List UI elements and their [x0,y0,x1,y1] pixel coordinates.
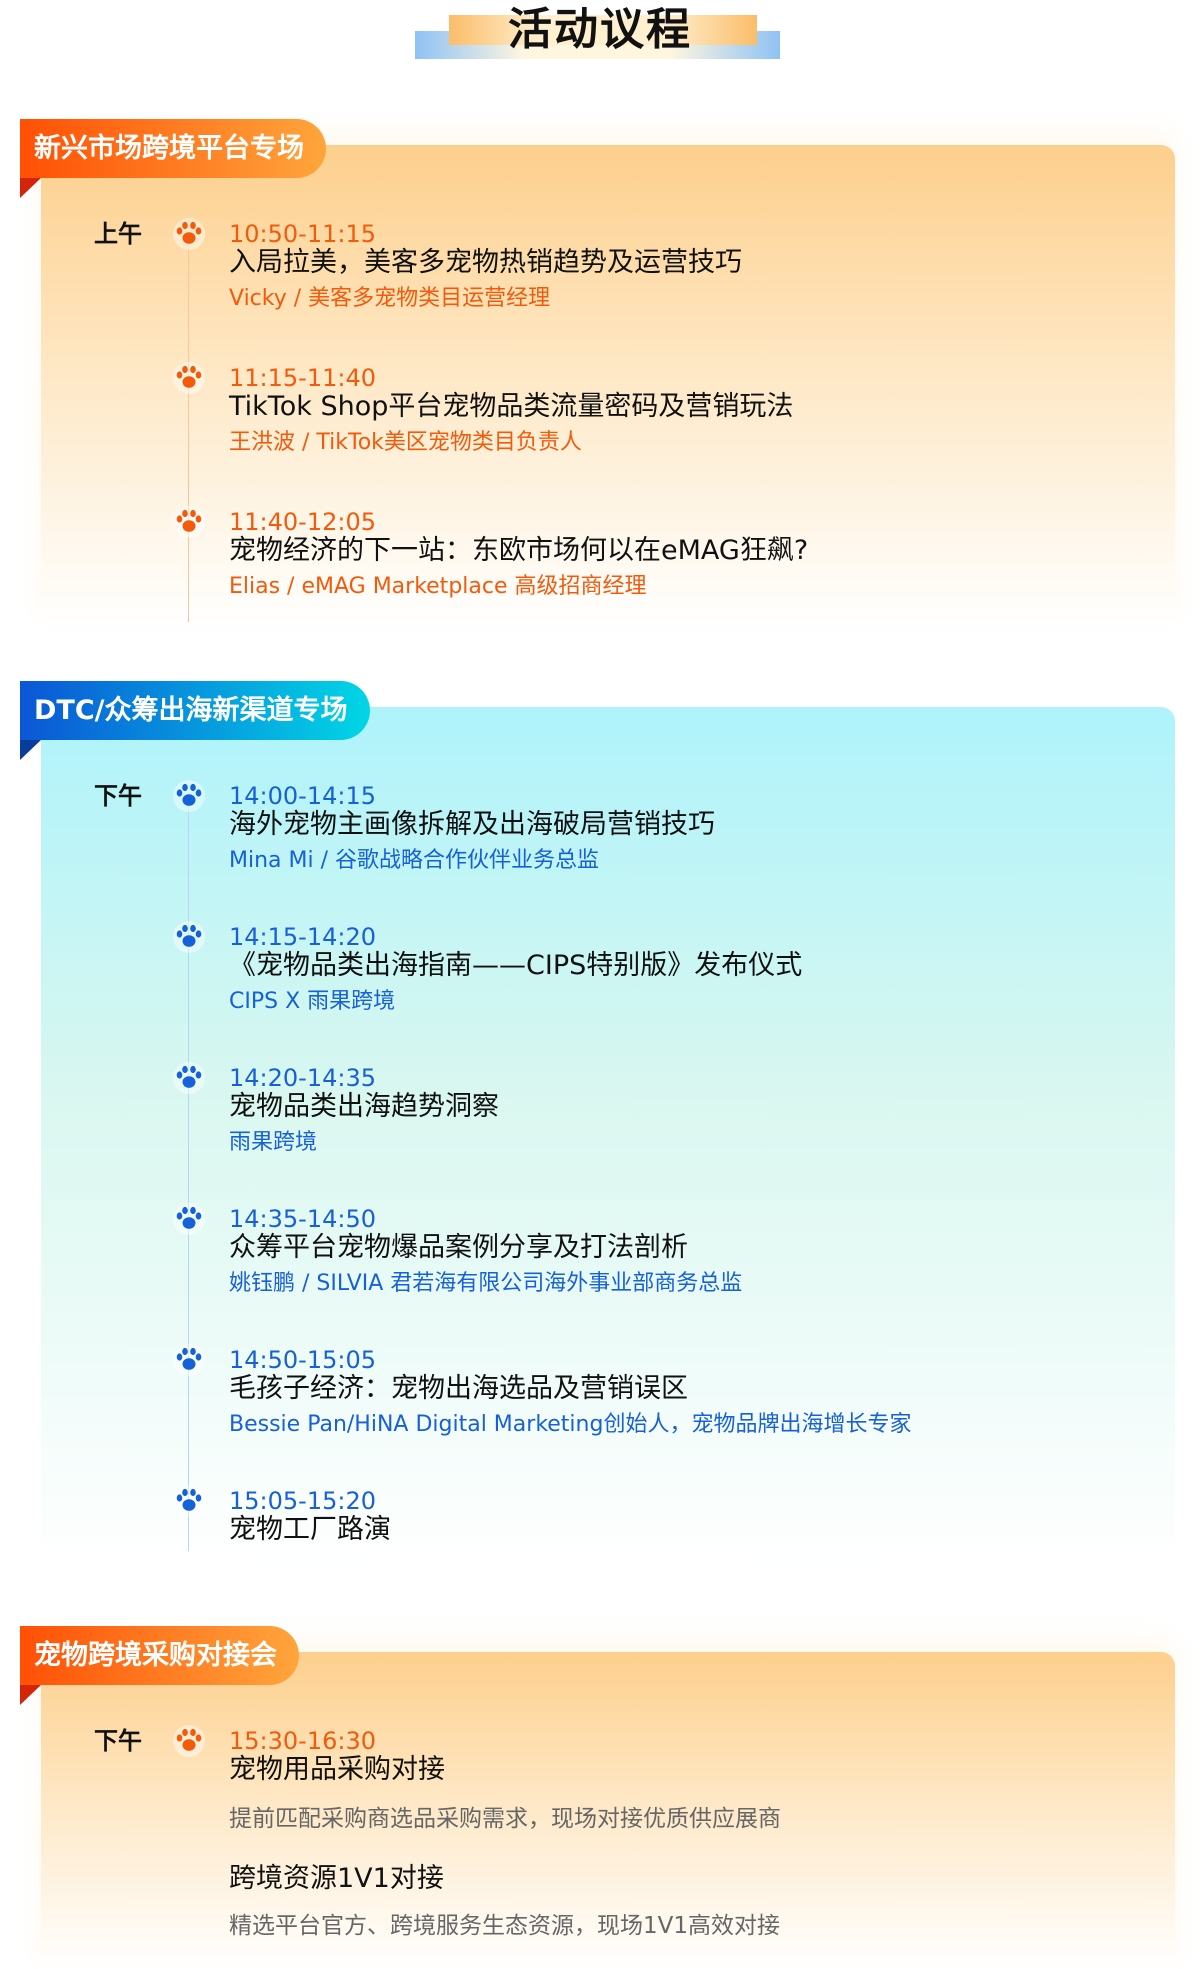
timeline-line [188,796,189,1551]
page-header: 活动议程 [0,0,1200,70]
agenda-timeline: 下午 15:30-16:30 宠物用品采购对接 提前匹配采购商选品采购需求，现场… [0,1725,1200,1939]
session-time: 14:15-14:20 [229,923,376,951]
session-time: 15:30-16:30 [229,1727,376,1755]
session-speaker: CIPS X 雨果跨境 [229,989,396,1014]
paw-icon [173,921,205,953]
session-title: 跨境资源1V1对接 [229,1863,444,1894]
session-speaker: Vicky / 美客多宠物类目运营经理 [229,286,551,311]
session-title: 入局拉美，美客多宠物热销趋势及运营技巧 [229,247,742,278]
session-speaker: 王洪波 / TikTok美区宠物类目负责人 [229,430,582,455]
tab-fold [20,740,41,760]
session-speaker: 姚钰鹏 / SILVIA 君若海有限公司海外事业部商务总监 [229,1271,743,1296]
session-description: 精选平台官方、跨境服务生态资源，现场1V1高效对接 [229,1913,781,1939]
session-title: 宠物工厂路演 [229,1514,391,1545]
paw-icon [173,780,205,812]
session-time: 15:05-15:20 [229,1487,376,1515]
period-label: 上午 [94,220,142,248]
paw-icon [173,1203,205,1235]
tab-fold [20,1685,41,1705]
timeline-line [188,234,189,622]
session-title: 海外宠物主画像拆解及出海破局营销技巧 [229,809,715,840]
session-description: 提前匹配采购商选品采购需求，现场对接优质供应展商 [229,1806,781,1832]
session-time: 11:40-12:05 [229,508,376,536]
session-title: 众筹平台宠物爆品案例分享及打法剖析 [229,1232,688,1263]
session-title: 毛孩子经济：宠物出海选品及营销误区 [229,1373,688,1404]
agenda-item: 14:15-14:20《宠物品类出海指南——CIPS特别版》发布仪式 CIPS X… [0,921,1200,1063]
paw-icon [173,1725,205,1757]
paw-icon [173,1344,205,1376]
tab-fold [20,178,41,198]
session-time: 10:50-11:15 [229,220,376,248]
section-tab: DTC/众筹出海新渠道专场 [20,681,370,740]
agenda-item: 下午 15:30-16:30 宠物用品采购对接 提前匹配采购商选品采购需求，现场… [0,1725,1200,1939]
paw-icon [173,1062,205,1094]
paw-icon [173,1485,205,1517]
section-card [41,707,1175,1567]
paw-icon [173,506,205,538]
session-time: 14:50-15:05 [229,1346,376,1374]
title-decoration-orange [449,15,757,45]
paw-icon [173,362,205,394]
session-title: 《宠物品类出海指南——CIPS特别版》发布仪式 [229,950,803,981]
paw-icon [173,218,205,250]
section-card [41,1652,1175,1969]
page-title: 活动议程 [508,4,692,55]
session-speaker: Bessie Pan/HiNA Digital Marketing创始人，宠物品… [229,1412,912,1437]
section-card [41,145,1175,625]
session-title: 宠物用品采购对接 [229,1754,445,1785]
section-tab: 宠物跨境采购对接会 [20,1626,299,1685]
session-speaker: Elias / eMAG Marketplace 高级招商经理 [229,574,647,599]
period-label: 下午 [94,1727,142,1755]
session-time: 11:15-11:40 [229,364,376,392]
session-title: 宠物经济的下一站：东欧市场何以在eMAG狂飙? [229,535,809,566]
session-speaker: 雨果跨境 [229,1130,318,1155]
session-title: 宠物品类出海趋势洞察 [229,1091,499,1122]
section-procurement-matchmaking: 宠物跨境采购对接会 下午 15:30-16:30 宠物用品采购对接 提前匹配采购… [0,1626,1200,1969]
session-time: 14:35-14:50 [229,1205,376,1233]
session-speaker: Mina Mi / 谷歌战略合作伙伴业务总监 [229,848,600,873]
session-title: TikTok Shop平台宠物品类流量密码及营销玩法 [229,391,794,422]
section-tab: 新兴市场跨境平台专场 [20,119,326,178]
session-time: 14:00-14:15 [229,782,376,810]
session-time: 14:20-14:35 [229,1064,376,1092]
period-label: 下午 [94,782,142,810]
